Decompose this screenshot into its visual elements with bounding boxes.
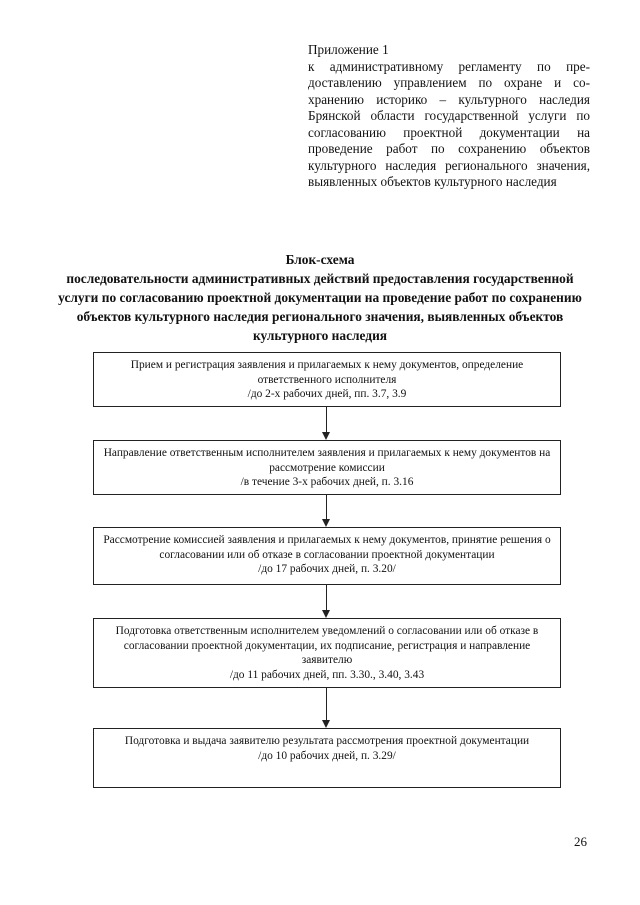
step-4-term: /до 11 рабочих дней, пп. 3.30., 3.40, 3.… [229, 668, 425, 681]
flowchart-title: Блок-схема [285, 252, 355, 267]
flowchart-subtitle: последовательности административных дейс… [58, 271, 582, 343]
step-1-text: Прием и регистрация заявления и прилагае… [130, 359, 524, 386]
flowchart-step-4: Подготовка ответственным исполнителем ув… [93, 618, 561, 688]
appendix-text: к административному регламенту по пре­до… [308, 58, 590, 190]
step-5-text: Подготовка и выдача заявителю результата… [124, 735, 530, 747]
step-1-term: /до 2-х рабочих дней, пп. 3.7, 3.9 [247, 388, 407, 400]
flowchart-step-3: Рассмотрение комиссией заявления и прила… [93, 527, 561, 585]
step-5-term: /до 10 рабочих дней, п. 3.29/ [258, 749, 396, 762]
page-number: 26 [574, 834, 587, 849]
flowchart-step-1: Прием и регистрация заявления и прилагае… [93, 352, 561, 407]
step-2-term: /в течение 3-х рабочих дней, п. 3.16 [240, 476, 414, 488]
step-2-text: Направление ответственным исполнителем з… [103, 447, 551, 474]
appendix-note: Приложение 1 к административному регламе… [308, 42, 590, 191]
flowchart-title-block: Блок-схема последовательности администра… [50, 250, 590, 345]
step-3-text: Рассмотрение комиссией заявления и прила… [103, 534, 551, 561]
step-3-term: /до 17 рабочих дней, п. 3.20/ [258, 563, 396, 575]
flowchart-step-5: Подготовка и выдача заявителю результата… [93, 728, 561, 788]
step-4-text: Подготовка ответственным исполнителем ув… [115, 625, 539, 666]
appendix-heading: Приложение 1 [308, 42, 389, 57]
flowchart-step-2: Направление ответственным исполнителем з… [93, 440, 561, 495]
